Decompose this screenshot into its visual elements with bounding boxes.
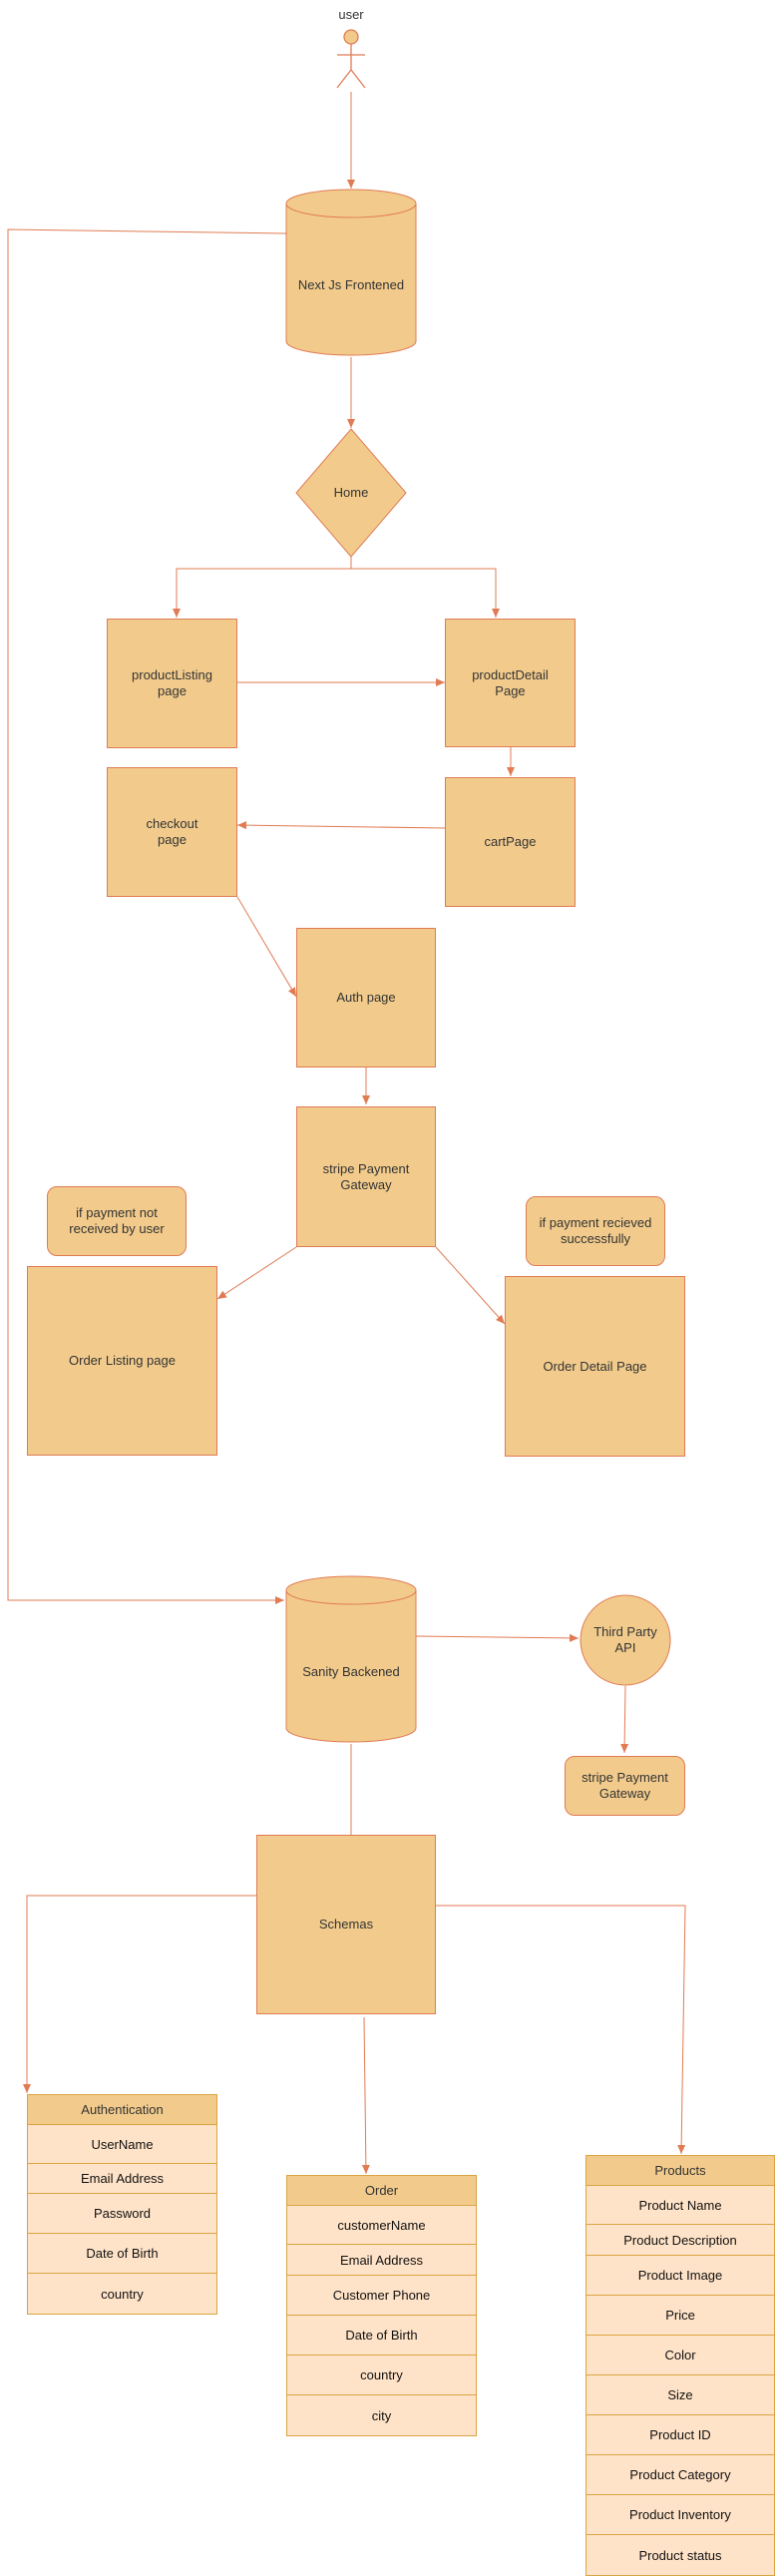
order-field: Email Address bbox=[287, 2245, 476, 2276]
checkout-node: checkout page bbox=[107, 767, 237, 897]
products-field: Product status bbox=[586, 2535, 774, 2575]
edge-home-detail bbox=[351, 568, 500, 618]
order-detail-node: Order Detail Page bbox=[505, 1276, 685, 1457]
frontend-cylinder-shape bbox=[285, 189, 417, 356]
edge-schemas-order bbox=[361, 2016, 370, 2175]
order-field: country bbox=[287, 2356, 476, 2395]
third-party-circle-shape bbox=[580, 1594, 671, 1686]
products-field: Product Name bbox=[586, 2186, 774, 2225]
schemas-node: Schemas bbox=[256, 1835, 436, 2014]
stripe-gateway-node: stripe Payment Gateway bbox=[296, 1106, 436, 1247]
user-actor-label: user bbox=[338, 6, 364, 22]
edge-stripe-orderlisting bbox=[216, 1246, 297, 1300]
edge-thirdparty-stripe bbox=[620, 1685, 629, 1754]
home-node: Home bbox=[333, 484, 369, 500]
order-table-title: Order bbox=[287, 2176, 476, 2206]
products-field: Color bbox=[586, 2336, 774, 2375]
authentication-field: Date of Birth bbox=[28, 2234, 216, 2274]
products-table-title: Products bbox=[586, 2156, 774, 2186]
order-table: Order customerName Email Address Custome… bbox=[286, 2175, 477, 2436]
edge-frontend-backend bbox=[7, 228, 287, 1604]
authentication-table-title: Authentication bbox=[28, 2095, 216, 2125]
third-party-node: Third Party API bbox=[593, 1623, 657, 1655]
edge-stripe-orderdetail bbox=[435, 1246, 506, 1325]
order-field: customerName bbox=[287, 2206, 476, 2245]
authentication-table: Authentication UserName Email Address Pa… bbox=[27, 2094, 217, 2315]
edge-home-listing bbox=[173, 557, 352, 618]
user-actor-icon bbox=[336, 29, 366, 89]
authentication-field: country bbox=[28, 2274, 216, 2314]
products-field: Product ID bbox=[586, 2415, 774, 2455]
products-table: Products Product Name Product Descriptio… bbox=[585, 2155, 775, 2576]
edge-schemas-authentication bbox=[23, 1895, 256, 2093]
authentication-field: Password bbox=[28, 2194, 216, 2234]
frontend-node: Next Js Frontened bbox=[297, 276, 405, 292]
order-field: Date of Birth bbox=[287, 2316, 476, 2356]
order-listing-node: Order Listing page bbox=[27, 1266, 217, 1456]
order-field: Customer Phone bbox=[287, 2276, 476, 2316]
order-field: city bbox=[287, 2395, 476, 2435]
cart-node: cartPage bbox=[445, 777, 576, 907]
product-listing-node: productListing page bbox=[107, 619, 237, 748]
product-detail-node: productDetail Page bbox=[445, 619, 576, 747]
authentication-field: UserName bbox=[28, 2125, 216, 2164]
products-field: Product Inventory bbox=[586, 2495, 774, 2535]
stripe-api-node: stripe Payment Gateway bbox=[565, 1756, 685, 1816]
products-field: Size bbox=[586, 2375, 774, 2415]
note-payment-received: if payment recieved successfully bbox=[526, 1196, 665, 1266]
products-field: Product Image bbox=[586, 2256, 774, 2296]
edge-schemas-products bbox=[436, 1905, 686, 2155]
auth-node: Auth page bbox=[296, 928, 436, 1068]
backend-node: Sanity Backened bbox=[302, 1663, 400, 1679]
products-field: Price bbox=[586, 2296, 774, 2336]
products-field: Product Category bbox=[586, 2455, 774, 2495]
authentication-field: Email Address bbox=[28, 2164, 216, 2194]
backend-cylinder-shape bbox=[285, 1575, 417, 1743]
note-payment-not-received: if payment not received by user bbox=[47, 1186, 187, 1256]
edge-backend-thirdparty bbox=[415, 1633, 580, 1642]
edge-cart-checkout bbox=[236, 821, 446, 830]
products-field: Product Description bbox=[586, 2225, 774, 2256]
edge-checkout-auth bbox=[236, 896, 297, 998]
